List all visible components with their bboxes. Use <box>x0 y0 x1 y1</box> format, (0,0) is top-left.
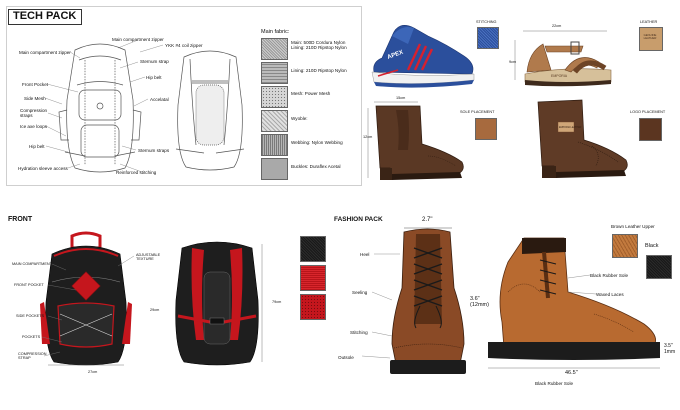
fp-swatch-black <box>646 255 672 279</box>
label-logo-placement: LOGO PLACEMENT <box>630 110 666 114</box>
sneaker-illustration: APEX <box>371 25 475 88</box>
label-accelatal: Accelatal <box>150 97 169 102</box>
front-dim-width: 27cm <box>88 370 98 374</box>
label-stitching: STITCHING <box>476 20 497 24</box>
label-sternum-strap: Sternum strap <box>140 59 169 64</box>
fabric-swatch-wyoble <box>261 110 288 132</box>
fp-dim-bottom-length: 46.5" <box>565 370 578 376</box>
brogue-boot-illustration: EMPORIA LEATHER <box>537 99 628 178</box>
fabric-swatch-webbing <box>261 134 288 156</box>
label-front-front-pocket: FRONT POCKET <box>14 283 44 287</box>
front-title: FRONT <box>8 216 33 223</box>
label-reinforced-stitching: Reinforced stitching <box>116 170 157 175</box>
fabric-swatch-mesh <box>261 86 288 108</box>
fabric-wyoble-text: Wyoble: <box>291 116 308 121</box>
label-leather: LEATHER <box>640 20 658 24</box>
sandal-insole-text: GENUINE LEATHER <box>643 33 657 40</box>
fabric-buckles-text: Buckles: Duraflex Acetal <box>291 164 341 169</box>
label-pockets: POCKETS <box>22 335 41 339</box>
chelsea-dim-top: 15cm <box>396 96 406 100</box>
fashion-pack-title: FASHION PACK <box>334 216 383 223</box>
tech-pack-title-box <box>8 9 82 25</box>
label-hydration-sleeve: Hydration sleeve access <box>18 166 68 171</box>
fabric-swatch-buckles <box>261 158 288 180</box>
label-hip-belt: Hip belt <box>146 75 162 80</box>
chelsea-dim-side: 12cm <box>363 135 373 139</box>
front-leader-lines <box>41 255 135 357</box>
label-hip-belt-lower: Hip belt <box>29 144 45 149</box>
fabric-mesh-text: Mesh: Power Mesh <box>291 91 331 96</box>
fabric-lining-text: Lining: 210D Ripstop Nylon <box>291 68 347 73</box>
label-waxed-laces: Waxed Laces <box>596 292 624 297</box>
brogue-patch-text: EMPORIA LEATHER <box>559 126 582 129</box>
label-black-rubber-sole: Black Rubber Sole <box>590 273 629 278</box>
fp-left-leader-lines <box>361 253 400 359</box>
label-ice-axe-loops: Ice axe loops <box>20 124 48 129</box>
label-front-main-compartment: MAIN COMPARTMENT <box>12 262 52 266</box>
label-outsole: Outsole <box>338 355 354 360</box>
front-backpack-red-black <box>40 231 132 366</box>
back-backpack-red-black <box>175 241 263 366</box>
label-adjustable-texture: ADJUSTABLE TEXTURE <box>136 253 161 261</box>
label-front-pocket: Front Pocket <box>22 82 49 87</box>
fp-dim-top-width: 2.7" <box>422 217 433 223</box>
tech-backpack-back-drawing <box>175 50 245 171</box>
fabric-main-text: Main: 500D Cordura Nylon Lining: 210D Ri… <box>291 40 347 50</box>
label-heel: Heel <box>360 252 370 257</box>
sneaker-brand-text: APEX <box>387 50 404 61</box>
label-sole-placement: SOLE PLACEMENT <box>460 110 495 114</box>
fabric-swatch-lining <box>261 62 288 84</box>
brogue-logo-swatch <box>639 118 662 141</box>
front-dim-height: 29cm <box>150 308 160 312</box>
fp-dim-height: 3.6" (12mm) <box>470 296 489 308</box>
back-dim-height: 79cm <box>272 300 282 304</box>
label-main-compartment-zipper-top: Main compartment zipper <box>112 37 164 42</box>
label-compression-straps: Compression straps <box>20 108 48 118</box>
sandal-dim-side: 9cm <box>509 60 517 64</box>
chelsea-sole-swatch <box>475 118 497 140</box>
sandal-dim-top: 22cm <box>552 24 562 28</box>
label-black-rubber-sole-bottom: Black Rubber Sole <box>535 381 574 386</box>
fabric-webbing-text: Webbing: Nylon Webbing <box>291 140 343 145</box>
fp-right-leader-lines <box>567 274 597 295</box>
sneaker-stitching-swatch <box>477 27 499 49</box>
tech-pack-panel <box>6 6 362 186</box>
fp-swatch-brown-leather <box>612 234 638 258</box>
label-sternum-straps-lower: Sternum straps <box>138 148 170 153</box>
label-fp-stitching: Stitching <box>350 330 368 335</box>
label-compression-strap: COMPRESSION STRAP <box>18 352 47 360</box>
fp-boot-front <box>390 228 466 374</box>
sandal-illustration: EMPORIA <box>514 30 612 87</box>
label-side-pockets: SIDE POCKETS <box>16 314 45 318</box>
label-sealing: Seeling <box>352 290 368 295</box>
label-main-compartment-zipper: Main compartment zipper <box>19 50 71 55</box>
fp-boot-side <box>488 237 660 369</box>
fabrics-title: Main fabric: <box>261 29 290 35</box>
chelsea-boot-illustration <box>367 101 464 180</box>
label-black: Black <box>645 243 659 249</box>
label-side-mesh: Side Mesh <box>24 96 46 101</box>
label-brown-leather-upper: Brown Leather Upper <box>611 224 655 229</box>
sandal-brand-text: EMPORIA <box>551 74 568 78</box>
front-swatch-black <box>300 236 326 262</box>
tech-pack-leader-lines <box>44 39 164 173</box>
front-swatch-red-mesh <box>300 294 326 320</box>
label-ykk-coil-zipper: YKK #4 coil zipper <box>165 43 203 48</box>
fp-dim-top-line <box>404 227 452 229</box>
tech-pack-title: TECH PACK <box>13 10 77 22</box>
fp-dim-heel-height: 3.5" 1mm <box>664 343 676 355</box>
fabric-swatch-main <box>261 38 288 60</box>
front-swatch-red <box>300 265 326 291</box>
sandal-leather-swatch <box>639 27 663 51</box>
tech-backpack-front-drawing <box>58 43 142 173</box>
